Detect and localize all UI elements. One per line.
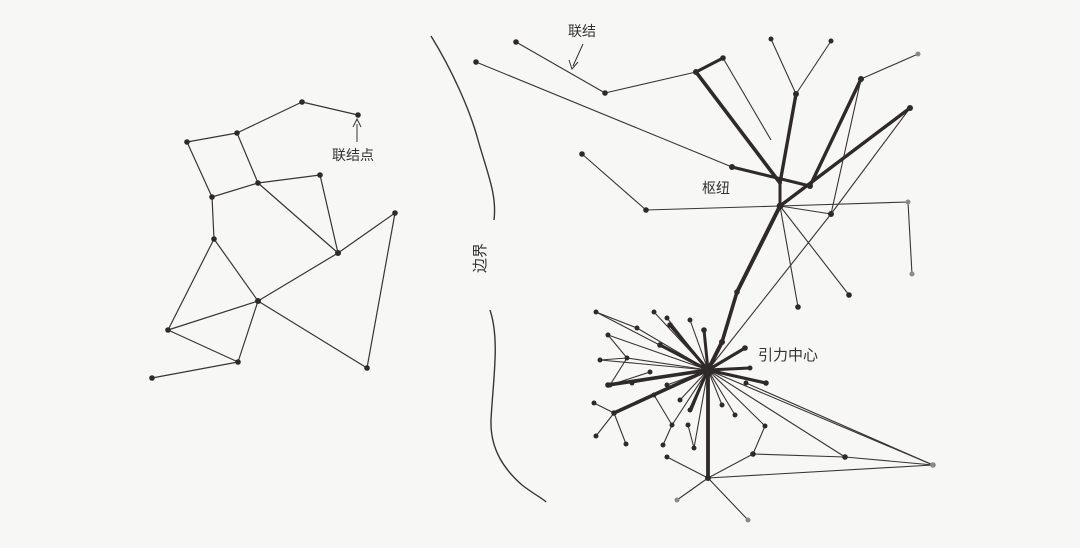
link-label: 联结 <box>568 24 596 40</box>
right-network-links <box>475 38 934 521</box>
right-network-nodes <box>473 36 936 523</box>
boundary-label: 边界 <box>471 243 489 273</box>
center-label: 引力中心 <box>758 346 818 364</box>
hub-label: 枢纽 <box>702 181 730 197</box>
trunk-links <box>606 56 912 480</box>
left-network-links <box>151 101 396 379</box>
boundary-line <box>430 35 547 503</box>
node-label: 联结点 <box>332 148 374 164</box>
left-network-nodes <box>149 99 398 381</box>
link-label-group: 联结 <box>568 24 596 70</box>
node-label-group: 联结点 <box>332 117 374 164</box>
